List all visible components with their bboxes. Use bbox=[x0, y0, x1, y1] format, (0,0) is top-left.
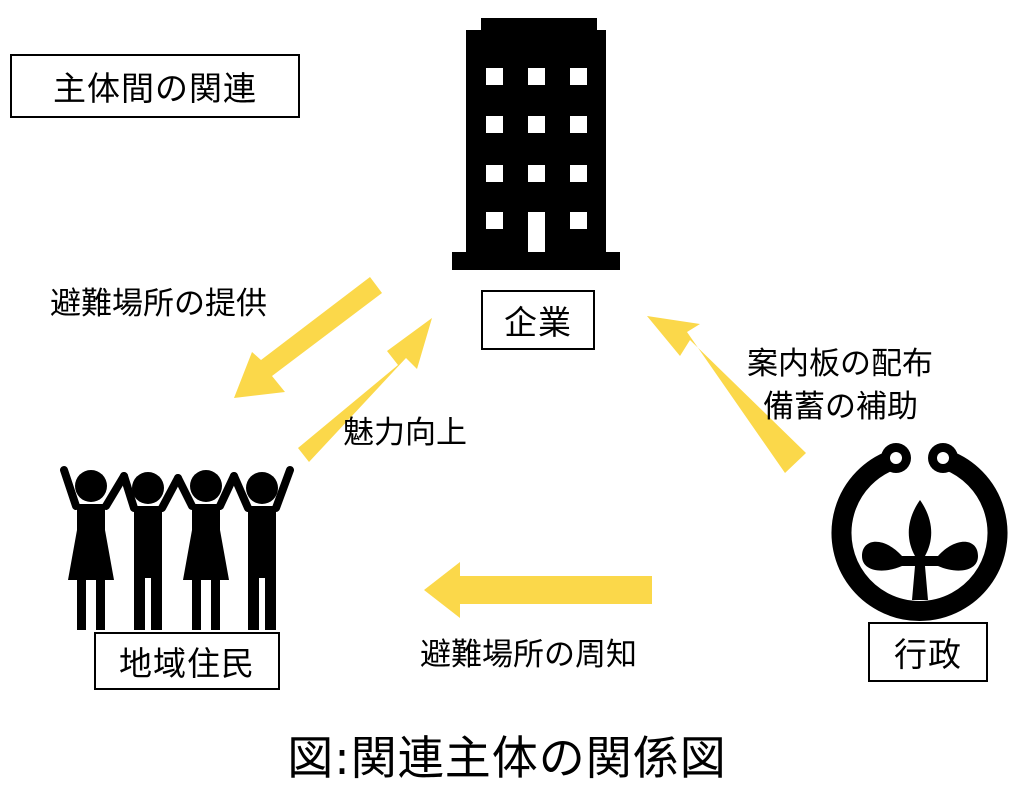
edge-label-evacuation-notice: 避難場所の周知 bbox=[420, 637, 637, 673]
diagram-title-text: 主体間の関連 bbox=[53, 69, 257, 108]
arrow-company-to-residents bbox=[234, 277, 382, 398]
edge-label-stockpile-subsidy: 備蓄の補助 bbox=[763, 389, 918, 425]
figure-caption: 図:関連主体の関係図 bbox=[287, 731, 727, 785]
arrow-government-to-residents bbox=[424, 562, 652, 618]
government-label-text: 行政 bbox=[894, 635, 962, 674]
edge-label-attractiveness: 魅力向上 bbox=[343, 415, 467, 451]
residents-label: 地域住民 bbox=[94, 632, 280, 690]
people-raising-hands-icon bbox=[60, 466, 294, 630]
residents-label-text: 地域住民 bbox=[119, 644, 255, 683]
arrow-residents-to-company bbox=[298, 318, 432, 462]
government-label: 行政 bbox=[868, 622, 988, 682]
company-label: 企業 bbox=[481, 290, 595, 350]
arrow-government-to-company bbox=[647, 316, 806, 473]
office-building-icon bbox=[452, 18, 620, 270]
edge-label-evacuation-provision: 避難場所の提供 bbox=[50, 286, 267, 322]
diagram-title: 主体間の関連 bbox=[10, 54, 300, 118]
edge-label-signboard-distribution: 案内板の配布 bbox=[747, 346, 933, 382]
company-label-text: 企業 bbox=[504, 303, 572, 342]
municipal-emblem-icon bbox=[831, 443, 1008, 621]
